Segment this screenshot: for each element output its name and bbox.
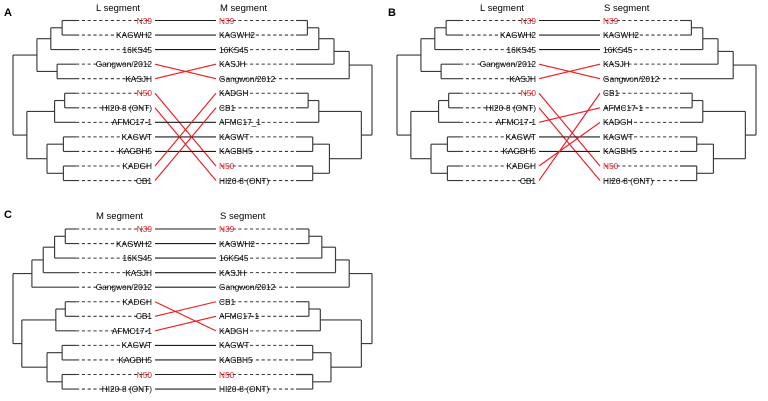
leaf-label-left: KAGWT — [505, 131, 536, 142]
leaf-label-left: HI20-8 (ONT) — [101, 102, 152, 113]
left-tree-title: M segment — [96, 211, 143, 222]
tanglegram-canvas — [12, 228, 373, 390]
left-tree-title: L segment — [96, 3, 141, 14]
leaf-label-left: CB1 — [519, 175, 536, 186]
left-dendrogram — [396, 19, 460, 182]
leaf-label-right: N50 — [603, 160, 619, 171]
left-tree-title: L segment — [480, 3, 525, 14]
tanglegram-canvas — [12, 19, 373, 182]
leaf-label-left: KAGWT — [121, 340, 152, 351]
left-dendrogram — [12, 19, 76, 182]
leaf-label-left: Gangwon/2012 — [479, 58, 536, 69]
panel-letter: A — [4, 7, 12, 19]
leaf-label-right: HI20-8 (ONT) — [219, 175, 270, 186]
leaf-label-right: AFMC17-1 — [219, 311, 260, 322]
right-dendrogram — [296, 19, 373, 182]
leaf-label-right: Gangwon/2012 — [219, 282, 276, 293]
leaf-label-right: KAGWH2 — [219, 29, 255, 40]
leaf-label-right: CB1 — [219, 296, 236, 307]
leaf-label-right: KAGBH5 — [603, 146, 637, 157]
leaf-label-right: N39 — [603, 15, 619, 26]
leaf-label-left: N39 — [520, 15, 536, 26]
connector-lines — [538, 19, 601, 181]
leaf-label-left: KAGWH2 — [116, 238, 152, 249]
connector-lines — [154, 228, 217, 390]
leaf-label-left: KASJH — [125, 73, 152, 84]
leaf-label-right: KAGWH2 — [603, 29, 639, 40]
leaf-label-left: KADGH — [506, 160, 536, 171]
leaf-label-left: Gangwon/2012 — [95, 58, 152, 69]
tanglegram-canvas — [396, 19, 757, 182]
leaf-label-right: HI20-8 (ONT) — [219, 383, 270, 394]
connector-lines — [154, 19, 217, 181]
right-tree-title: S segment — [604, 3, 650, 14]
right-tree-title: M segment — [220, 3, 267, 14]
leaf-label-left: AFMC17-1 — [111, 117, 152, 128]
panel-letter: B — [388, 7, 396, 19]
leaf-label-left: Gangwon/2012 — [95, 282, 152, 293]
leaf-label-left: HI20-8 (ONT) — [485, 102, 536, 113]
leaf-label-left: 16KS45 — [122, 44, 152, 55]
leaf-label-right: KAGWT — [603, 131, 634, 142]
leaf-label-left: KAGWT — [121, 131, 152, 142]
leaf-label-right: CB1 — [219, 102, 236, 113]
leaf-label-right: HI20-8 (ONT) — [603, 175, 654, 186]
leader-dashes — [460, 19, 680, 182]
leaf-label-left: CB1 — [135, 311, 152, 322]
leaf-label-left: KADGH — [122, 160, 152, 171]
leaf-label-left: CB1 — [135, 175, 152, 186]
leaf-label-left: KASJH — [125, 267, 152, 278]
leaf-label-left: KAGBH5 — [118, 354, 152, 365]
leaf-label-left: KAGBH5 — [118, 146, 152, 157]
leaf-label-left: KAGWH2 — [500, 29, 536, 40]
leaf-label-right: Gangwon/2012 — [603, 73, 660, 84]
leaf-label-right: KASJH — [219, 267, 246, 278]
panel-letter: C — [4, 209, 12, 221]
leaf-label-right: KADGH — [219, 88, 249, 99]
leaf-label-left: AFMC17-1 — [495, 117, 536, 128]
leaf-label-right: KAGBH5 — [219, 146, 253, 157]
right-dendrogram — [296, 228, 373, 390]
leaf-label-right: KAGBH5 — [219, 354, 253, 365]
right-dendrogram — [680, 19, 757, 182]
leaf-label-right: KAGWT — [219, 131, 250, 142]
leaf-label-right: KAGWT — [219, 340, 250, 351]
leaf-label-left: 16KS45 — [122, 252, 152, 263]
leaf-label-left: AFMC17-1 — [111, 325, 152, 336]
leaf-label-left: N39 — [136, 15, 152, 26]
leaf-label-right: Gangwon/2012 — [219, 73, 276, 84]
leaf-label-left: 16KS45 — [506, 44, 536, 55]
leaf-label-right: 16KS45 — [219, 252, 249, 263]
leaf-label-left: N50 — [136, 88, 152, 99]
leaf-label-right: KASJH — [603, 58, 630, 69]
leaf-label-left: KADGH — [122, 296, 152, 307]
leaf-label-right: KADGH — [219, 325, 249, 336]
leader-dashes — [76, 228, 296, 390]
leaf-label-right: AFMC17_1 — [219, 117, 261, 128]
leaf-label-left: N39 — [136, 223, 152, 234]
leaf-label-right: 16KS45 — [219, 44, 249, 55]
leaf-label-right: N39 — [219, 15, 235, 26]
leaf-label-right: KASJH — [219, 58, 246, 69]
leaf-label-left: KAGWH2 — [116, 29, 152, 40]
leaf-label-right: N50 — [219, 369, 235, 380]
leaf-label-right: N50 — [219, 160, 235, 171]
leaf-label-right: KADGH — [603, 117, 633, 128]
leaf-label-right: N39 — [219, 223, 235, 234]
right-tree-title: S segment — [220, 211, 266, 222]
leaf-label-right: CB1 — [603, 88, 620, 99]
leaf-label-left: HI20-8 (ONT) — [101, 383, 152, 394]
leaf-label-right: 16KS45 — [603, 44, 633, 55]
leaf-label-right: AFMC17-1 — [603, 102, 644, 113]
leaf-label-left: KAGBH5 — [502, 146, 536, 157]
left-dendrogram — [12, 228, 76, 390]
leaf-label-right: KAGWH2 — [219, 238, 255, 249]
leaf-label-left: KASJH — [509, 73, 536, 84]
leader-dashes — [76, 19, 296, 182]
leaf-label-left: N50 — [136, 369, 152, 380]
leaf-label-left: N50 — [520, 88, 536, 99]
